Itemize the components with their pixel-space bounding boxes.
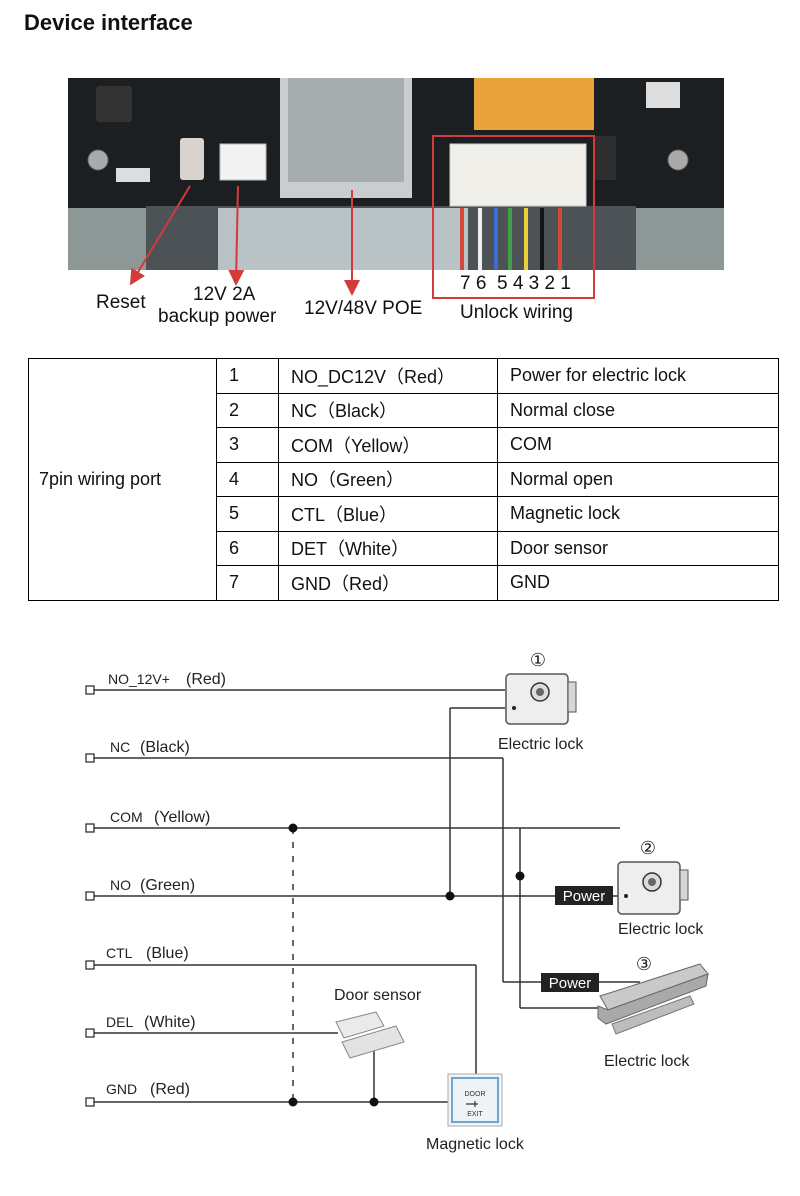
terminal-6 [85,1028,95,1038]
terminal-1 [85,685,95,695]
port-name-cell: 7pin wiring port [28,358,217,601]
power-tag-1: Power [563,888,606,905]
lock1-label: Electric lock [498,736,584,753]
wiring-diagram: NO_12V+ (Red) NC (Black) COM (Yellow) NO… [85,650,709,1153]
line-color-7: (Red) [150,1081,190,1098]
pin-cell: 3 [216,427,279,463]
terminal-4 [85,891,95,901]
function-cell: Power for electric lock [497,358,779,394]
lock3-number: ③ [636,954,652,974]
wire-cell: COM（Yellow） [278,427,498,463]
pin-cell: 1 [216,358,279,394]
label-arrows [129,185,360,296]
magnetic-lock-label: Magnetic lock [426,1136,525,1153]
junction-com-right [515,871,525,881]
line-code-3: COM [110,809,143,825]
pin-cell: 6 [216,530,279,566]
terminal-5 [85,960,95,970]
line-code-4: NO [110,877,131,893]
page-title: Device interface [24,10,193,35]
backup-power-label-line1: 12V 2A [193,284,256,305]
board-photo [68,78,724,270]
junction-gnd-left [288,1097,298,1107]
function-cell: Normal close [497,392,779,428]
lock2-label: Electric lock [618,921,704,938]
pin-cell: 4 [216,461,279,497]
junction-gnd-sensor [369,1097,379,1107]
function-cell: Magnetic lock [497,496,779,532]
pin-numbers-label: 7 6 5 4 3 2 1 [460,273,571,294]
terminal-2 [85,753,95,763]
wire-cell: NO_DC12V（Red） [278,358,498,394]
junction-no [445,891,455,901]
junction-com [288,823,298,833]
pin-cell: 7 [216,565,279,601]
pin-cell: 2 [216,392,279,428]
line-code-2: NC [110,739,130,755]
function-cell: Door sensor [497,530,779,566]
line-code-7: GND [106,1081,137,1097]
unlock-wiring-label: Unlock wiring [460,302,573,323]
line-code-5: CTL [106,945,133,961]
terminal-7 [85,1097,95,1107]
electric-lock-3 [597,963,709,1035]
line-color-6: (White) [144,1014,196,1031]
power-tag-2: Power [549,975,592,992]
line-code-6: DEL [106,1014,133,1030]
exit-button-icon: DOOR EXIT [447,1073,503,1127]
terminal-3 [85,823,95,833]
line-color-1: (Red) [186,671,226,688]
wire-cell: NC（Black） [278,392,498,428]
function-cell: GND [497,565,779,601]
wire-cell: NO（Green） [278,461,498,497]
function-cell: Normal open [497,461,779,497]
wire-cell: GND（Red） [278,565,498,601]
pin-cell: 5 [216,496,279,532]
wire-cell: DET（White） [278,530,498,566]
wire-cell: CTL（Blue） [278,496,498,532]
line-color-2: (Black) [140,739,190,756]
door-sensor-icon [335,1011,405,1059]
reset-label: Reset [96,292,146,313]
line-color-3: (Yellow) [154,809,210,826]
backup-power-label-line2: backup power [158,306,277,327]
line-color-4: (Green) [140,877,195,894]
exit-button-top-text: DOOR [465,1091,486,1098]
door-sensor-label: Door sensor [334,987,422,1004]
electric-lock-1 [505,673,577,725]
lock2-number: ② [640,838,656,858]
poe-label: 12V/48V POE [304,298,423,319]
lock3-label: Electric lock [604,1053,690,1070]
unlock-wiring-frame [432,135,595,299]
line-code-1: NO_12V+ [108,671,170,687]
lock1-number: ① [530,650,546,670]
line-color-5: (Blue) [146,945,189,962]
exit-button-bottom-text: EXIT [467,1111,483,1118]
function-cell: COM [497,427,779,463]
electric-lock-2 [617,861,689,915]
